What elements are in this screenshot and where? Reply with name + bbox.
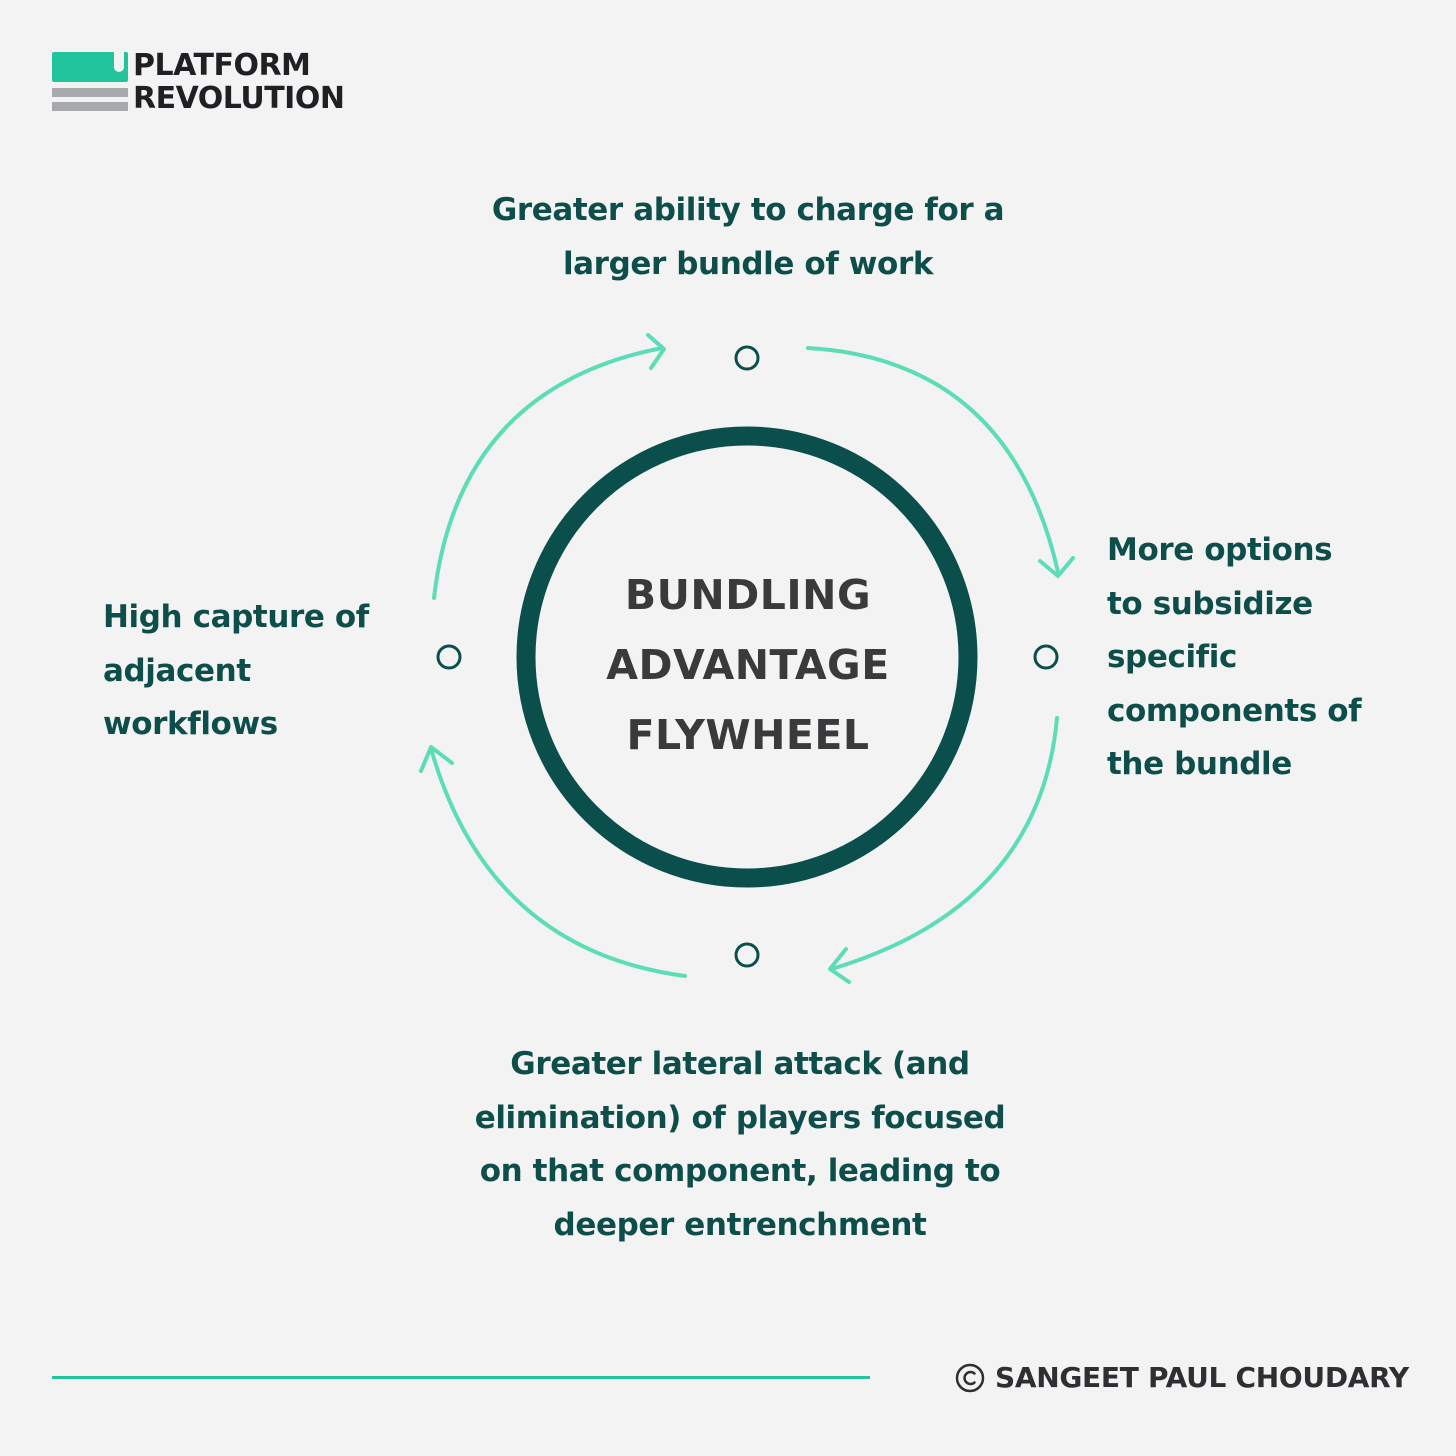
node-label-left: High capture of adjacent workflows — [103, 591, 403, 752]
node-label-line: deeper entrenchment — [553, 1206, 927, 1243]
node-label-line: specific — [1107, 639, 1237, 675]
node-marker-top — [734, 345, 760, 371]
node-label-line: components of — [1107, 692, 1362, 729]
node-marker-bottom — [734, 942, 760, 968]
node-label-line: adjacent — [103, 652, 251, 689]
copyright-icon — [955, 1363, 985, 1392]
logo-line-1: PLATFORM — [133, 48, 311, 83]
logo-mark-bar — [52, 88, 128, 97]
node-label-line: to subsidize — [1107, 585, 1313, 622]
copyright-notice: SANGEET PAUL CHOUDARY — [955, 1361, 1409, 1394]
cycle-arrow-bottom-to-left — [419, 745, 687, 978]
platform-revolution-logo: PLATFORM REVOLUTION — [52, 48, 372, 116]
logo-mark-top — [52, 52, 128, 82]
node-label-line: on that component, leading to — [479, 1153, 1001, 1189]
node-label-line: Greater ability to charge for a — [491, 192, 1005, 228]
node-label-line: More options — [1107, 532, 1333, 568]
node-label-right: More options to subsidize specific compo… — [1107, 524, 1437, 792]
logo-line-2: REVOLUTION — [133, 81, 345, 116]
cycle-arrow-top-to-right — [806, 346, 1075, 578]
cycle-arrow-left-to-top — [432, 333, 666, 600]
node-label-line: the bundle — [1107, 746, 1292, 782]
node-label-bottom: Greater lateral attack (and elimination)… — [440, 1038, 1040, 1252]
node-label-line: larger bundle of work — [562, 245, 934, 282]
flywheel-title-line: FLYWHEEL — [626, 711, 870, 759]
node-label-line: Greater lateral attack (and — [510, 1046, 970, 1082]
flywheel-title-line: BUNDLING — [624, 571, 872, 619]
node-label-line: High capture of — [103, 599, 369, 635]
cycle-arrow-right-to-bottom — [828, 716, 1059, 984]
flywheel-title-line: ADVANTAGE — [606, 641, 890, 689]
node-label-line: elimination) of players focused — [474, 1099, 1006, 1136]
central-ring — [516, 426, 978, 888]
footer-divider — [52, 1376, 870, 1379]
copyright-holder: SANGEET PAUL CHOUDARY — [995, 1361, 1409, 1394]
logo-mark-bar — [52, 102, 128, 111]
node-label-line: workflows — [103, 706, 278, 742]
node-marker-left — [436, 644, 462, 670]
node-marker-right — [1033, 644, 1059, 670]
logo-wordmark: PLATFORM REVOLUTION — [133, 48, 345, 116]
flywheel-title: BUNDLING ADVANTAGE FLYWHEEL — [548, 560, 948, 770]
node-label-top: Greater ability to charge for a larger b… — [448, 184, 1048, 291]
